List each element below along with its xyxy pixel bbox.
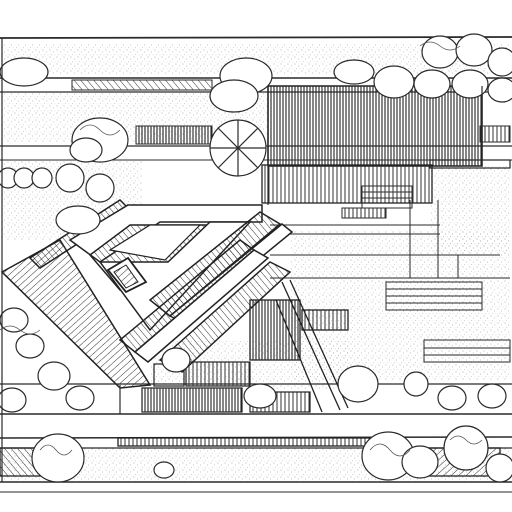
pavilion	[249, 279, 349, 413]
top-paving-strips	[71, 79, 511, 145]
tree-scribbles	[0, 41, 483, 457]
trees-bottom	[31, 347, 512, 483]
terrace-steps	[270, 185, 511, 363]
radial-tree	[209, 119, 267, 177]
trees-top	[0, 33, 512, 113]
frame-lines	[1, 38, 483, 482]
main-building-roof	[261, 85, 511, 204]
